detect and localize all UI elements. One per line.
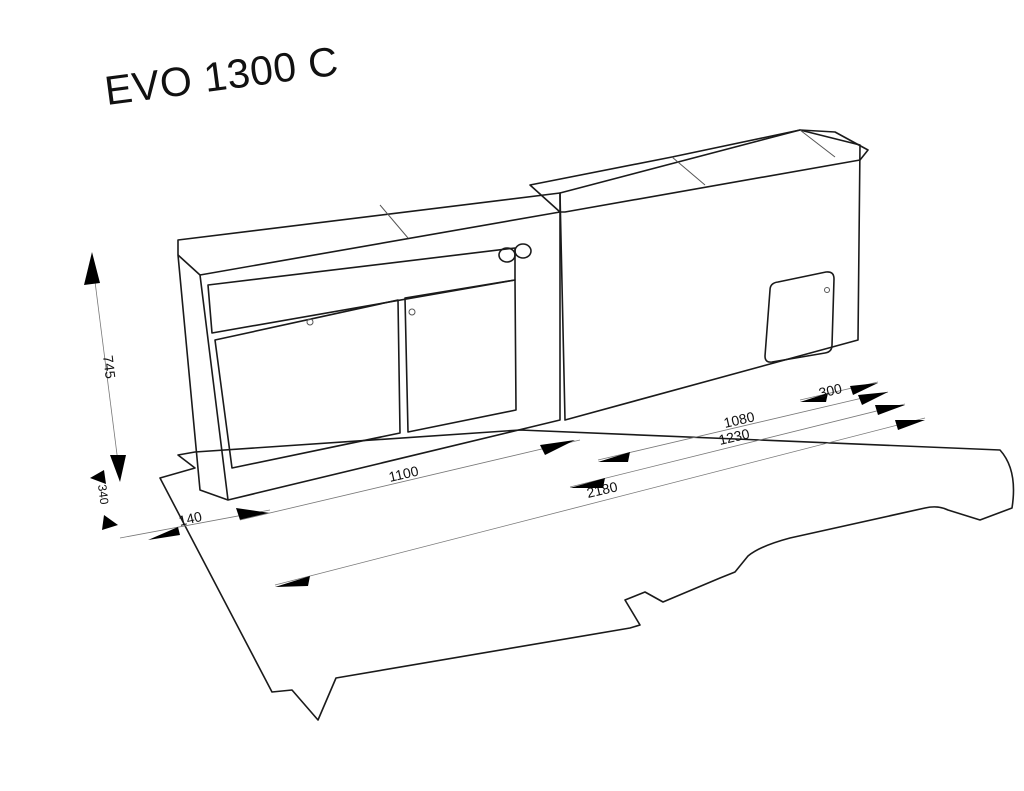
cabinet-door-left [214,299,401,469]
dim-right-offset: 300 [817,380,844,401]
dim-right-section: 1230 [717,425,751,448]
dim-height: 745 [100,354,119,379]
hatch-lock [824,287,830,293]
tap-icon [498,247,516,263]
tap-icon [514,243,532,259]
drawer [207,247,516,334]
dim-left-offset: 140 [177,508,204,529]
dim-left-cabinet: 1100 [387,463,420,485]
cabinet-door-right [404,279,517,433]
floor-plate [159,429,1015,721]
right-cabinet [529,129,869,421]
dimension-lines: 745 340 140 1100 2180 1230 1080 300 [84,252,926,587]
dim-depth: 340 [95,484,111,506]
left-cabinet [177,192,561,501]
door-knob-left [306,318,314,326]
dim-right-cabinet: 1080 [722,408,756,431]
door-knob-right [408,308,416,316]
access-hatch [764,271,835,363]
